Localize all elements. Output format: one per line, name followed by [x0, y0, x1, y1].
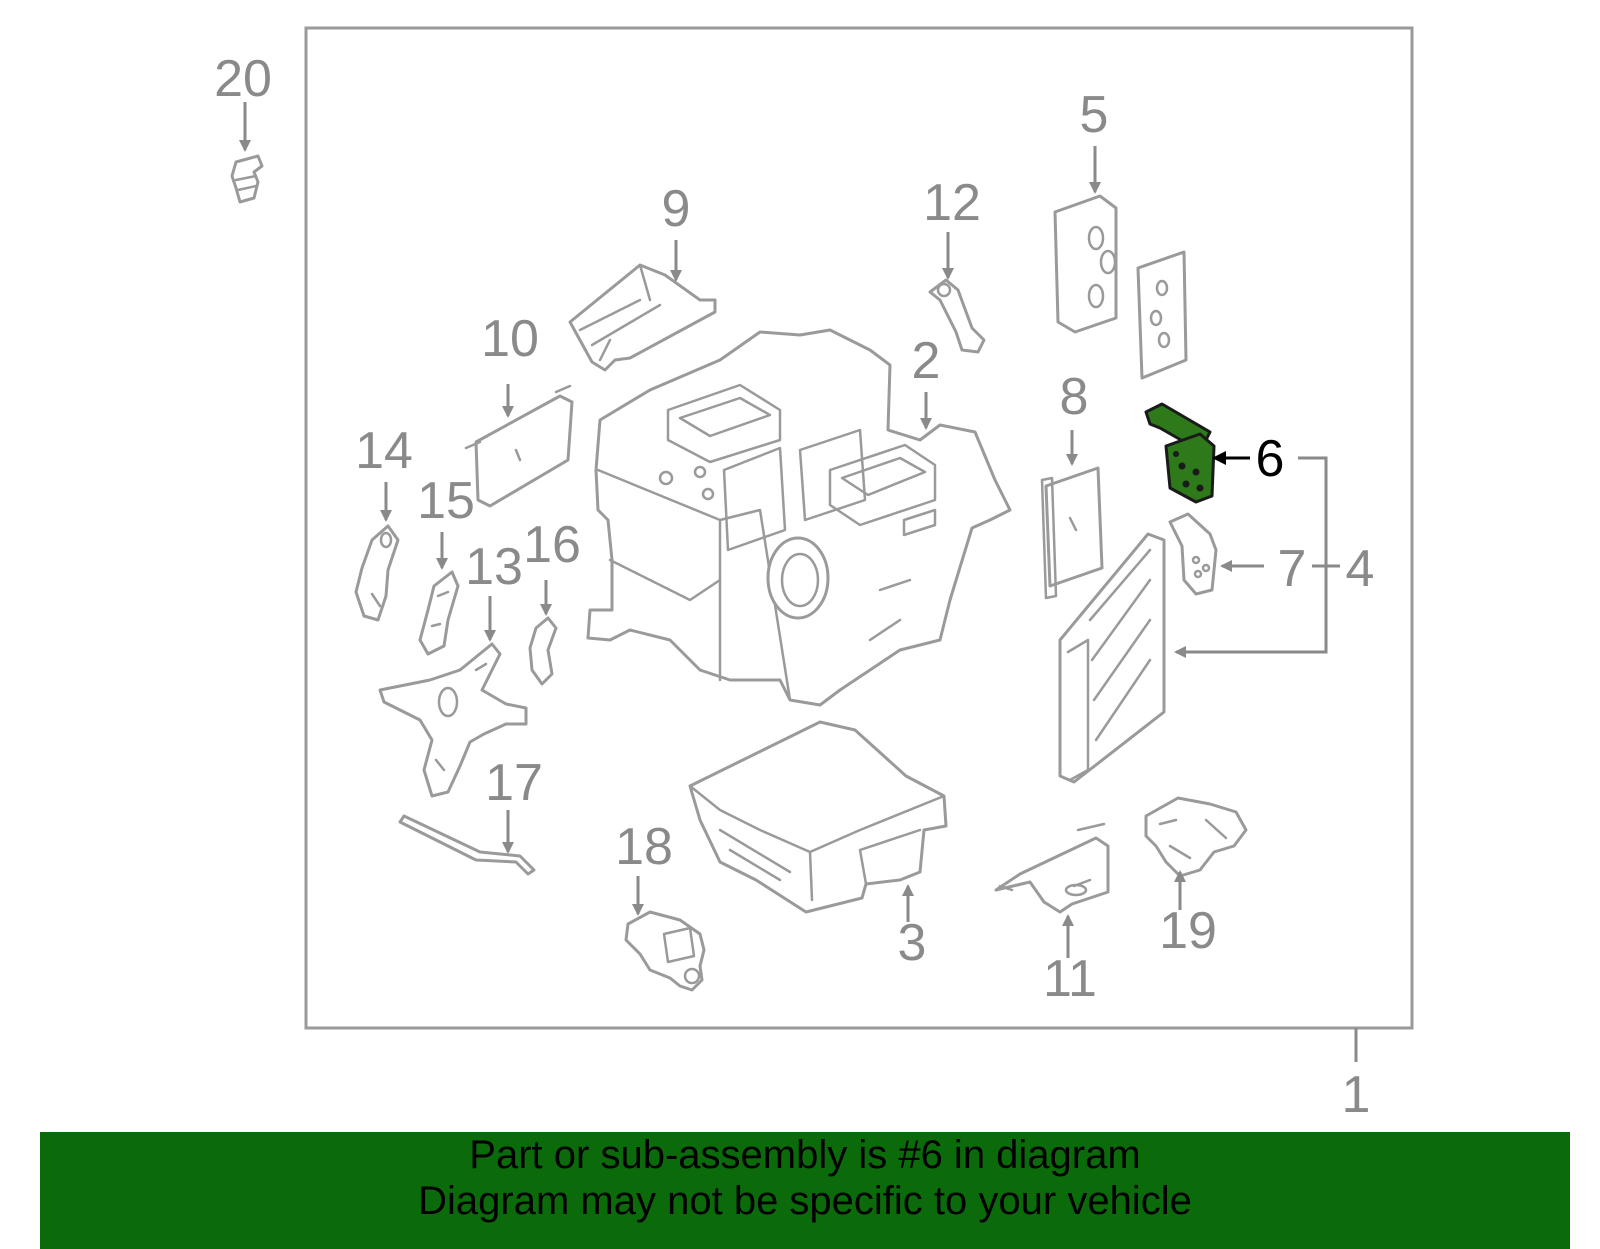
footer-banner: Part or sub-assembly is #6 in diagram Di…: [40, 1132, 1570, 1249]
callout-18: 18: [615, 818, 673, 876]
callout-3: 3: [898, 914, 927, 972]
callout-19: 19: [1159, 902, 1217, 960]
callout-9: 9: [662, 180, 691, 238]
part-13-actuator[interactable]: [378, 642, 528, 798]
part-19-blower-motor[interactable]: [1144, 796, 1248, 878]
callout-1: 1: [1342, 1066, 1371, 1124]
part-6-expansion-valve[interactable]: [1144, 402, 1216, 504]
callout-5: 5: [1080, 86, 1109, 144]
callout-7: 7: [1278, 540, 1307, 598]
callout-13: 13: [465, 538, 523, 596]
part-17-rod[interactable]: [398, 814, 536, 876]
part-12-link[interactable]: [928, 278, 986, 354]
part-2-hvac-case[interactable]: [586, 328, 1012, 707]
callout-4: 4: [1346, 540, 1375, 598]
part-5-seal-panel[interactable]: [1053, 194, 1188, 380]
callout-12: 12: [923, 174, 981, 232]
callout-11: 11: [1043, 950, 1097, 1008]
callout-10: 10: [481, 310, 539, 368]
part-7-block[interactable]: [1168, 512, 1218, 596]
part-10-heater-core[interactable]: [464, 384, 574, 508]
part-11-duct[interactable]: [994, 822, 1110, 914]
callout-17: 17: [485, 754, 543, 812]
part-15-lever[interactable]: [418, 570, 460, 656]
footer-line-2: Diagram may not be specific to your vehi…: [418, 1179, 1192, 1223]
part-14-lever[interactable]: [354, 524, 400, 622]
callout-15: 15: [417, 472, 475, 530]
callout-2: 2: [912, 332, 941, 390]
assembly-frame: [304, 26, 1414, 1030]
part-4-evaporator[interactable]: [1058, 532, 1166, 784]
part-3-lower-case[interactable]: [688, 720, 948, 914]
part-20-bolt[interactable]: [230, 154, 264, 204]
callout-6: 6: [1256, 430, 1285, 488]
callout-14: 14: [355, 422, 413, 480]
part-16-link[interactable]: [528, 616, 558, 686]
callout-20: 20: [214, 50, 272, 108]
part-9-duct[interactable]: [568, 263, 717, 372]
part-18-motor[interactable]: [624, 910, 706, 992]
callout-16: 16: [523, 516, 581, 574]
part-8-filter[interactable]: [1040, 466, 1104, 600]
footer-line-1: Part or sub-assembly is #6 in diagram: [469, 1133, 1141, 1177]
callout-8: 8: [1060, 368, 1089, 426]
